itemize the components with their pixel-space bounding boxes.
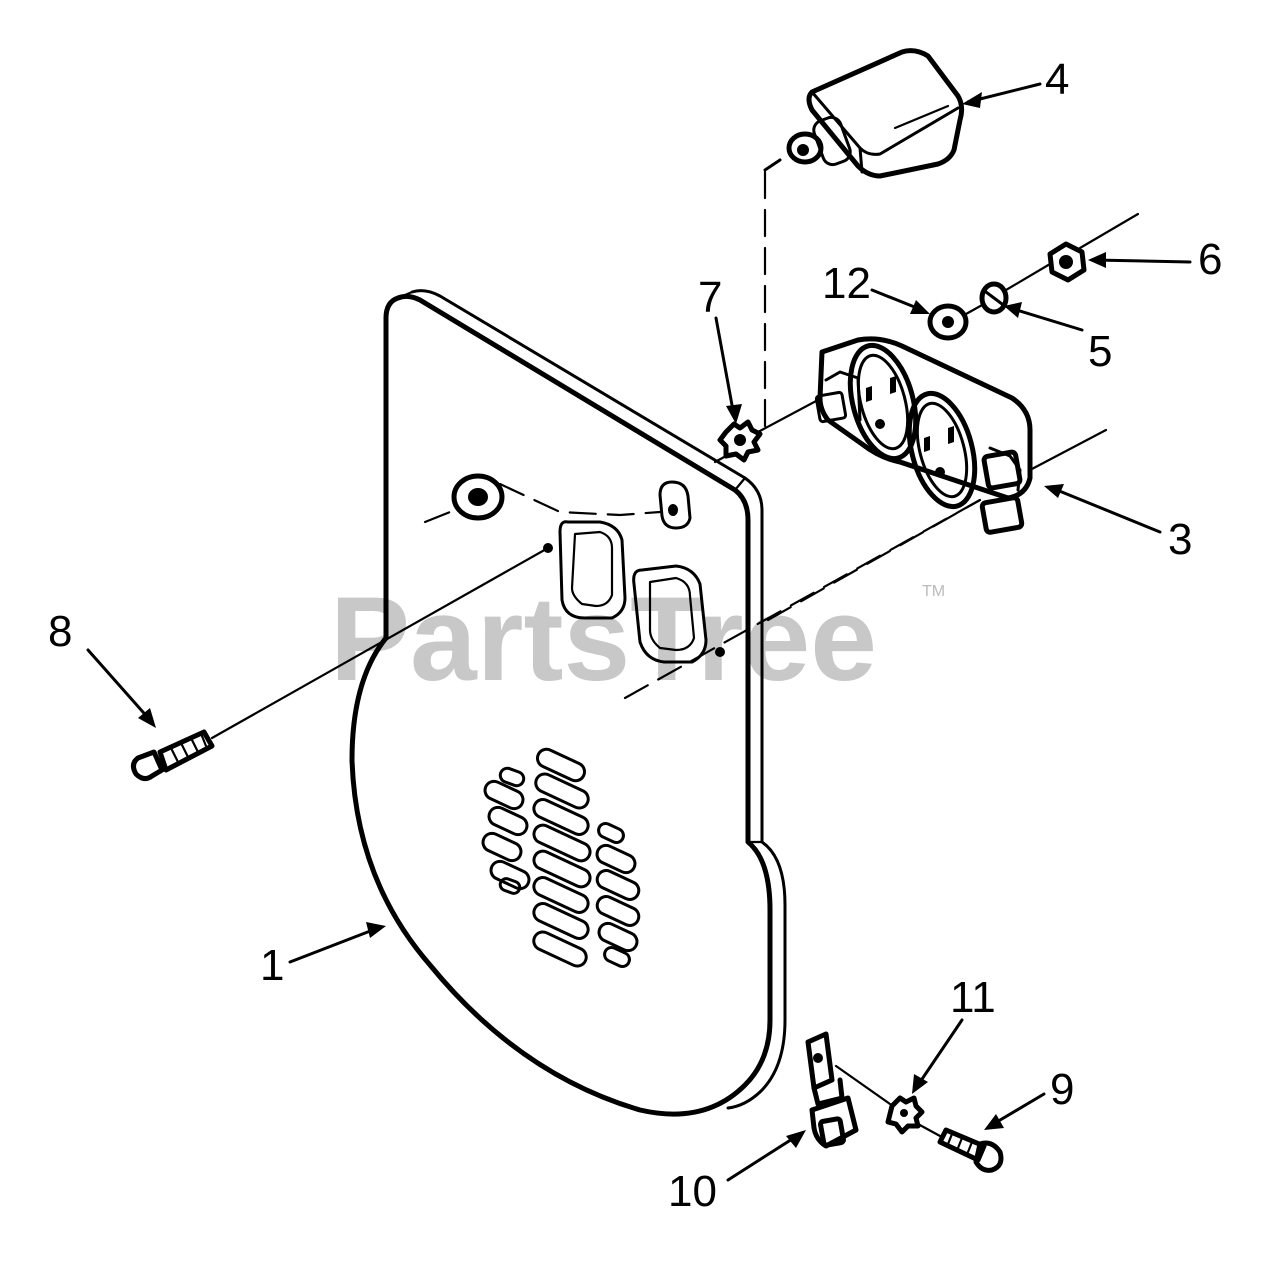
part-6-nut [1047,241,1087,283]
callout-10: 10 [668,1167,717,1216]
part-7-star-washer [717,419,763,463]
watermark-trademark: TM [922,583,945,600]
leader-lines [210,170,1140,1138]
callout-5: 5 [1088,327,1112,376]
part-9-screw [937,1127,1004,1173]
part-12-washer [927,303,969,341]
callout-6: 6 [1198,235,1222,284]
callout-labels: 4 6 12 5 7 3 8 1 11 9 10 [48,55,1222,1216]
watermark-text: PartsTree [330,572,877,706]
callout-7: 7 [698,273,722,322]
callout-12: 12 [822,259,871,308]
part-4-breaker [763,48,965,179]
callout-3: 3 [1168,515,1192,564]
part-8-screw [130,729,215,782]
part-5-lockwasher [979,281,1009,315]
callout-1: 1 [260,941,284,990]
callout-arrows [86,82,1192,1182]
part-10-clip [805,1031,859,1149]
part-11-star-washer [885,1095,925,1135]
watermark: PartsTree TM [330,572,945,706]
callout-11: 11 [950,973,996,1022]
part-3-receptacle [814,336,1033,535]
vent-slots [481,747,641,969]
part-1-panel [349,289,787,1117]
callout-4: 4 [1045,55,1069,104]
callout-9: 9 [1050,1065,1074,1114]
callout-8: 8 [48,607,72,656]
